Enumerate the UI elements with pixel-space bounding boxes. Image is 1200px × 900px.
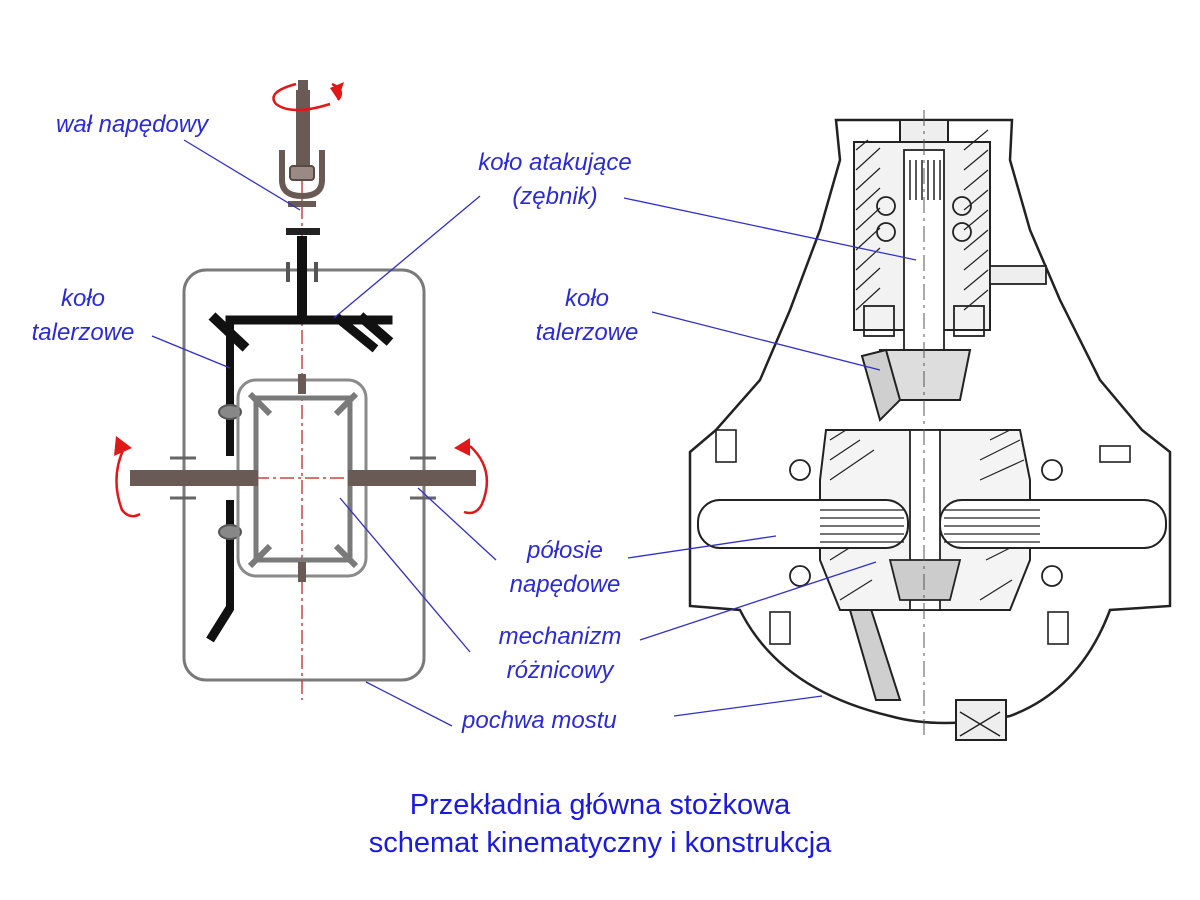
- label-polosie-line1: półosie: [526, 537, 604, 564]
- carrier-bearing-bottom: [218, 524, 242, 540]
- leader-wal-napedowy: [183, 139, 301, 211]
- right-axle-shaft-drawing: [939, 499, 1167, 549]
- leader-kolo-atakujace-left: [333, 195, 481, 319]
- label-kolo-talerzowe-right: koło talerzowe: [512, 282, 662, 350]
- label-kolo-talerzowe-left: koło talerzowe: [8, 282, 158, 350]
- caption-line-2: schemat kinematyczny i konstrukcja: [368, 827, 832, 859]
- carrier-bearing-r-bottom: [1041, 565, 1063, 587]
- label-pochwa-mostu: pochwa mostu: [462, 707, 617, 734]
- pinion-splines: [909, 160, 941, 200]
- pinion-lower-bearing-l: [863, 305, 895, 337]
- bolt-right-bottom: [1047, 611, 1069, 645]
- kinematic-scheme: [114, 80, 489, 700]
- rotation-arrow-top: [272, 82, 344, 112]
- rotation-arrow-left: [114, 436, 141, 518]
- caption-line-1: Przekładnia główna stożkowa: [409, 789, 791, 821]
- pinion-bearing-right: [314, 262, 318, 282]
- side-bolt: [989, 265, 1047, 285]
- pinion-gear-face: [356, 312, 394, 346]
- right-half-shaft: [348, 470, 476, 486]
- left-half-shaft: [130, 470, 258, 486]
- pinion-bearing-r2: [952, 222, 972, 242]
- carrier-bearing-l-top: [789, 459, 811, 481]
- bolt-right-top: [1099, 445, 1131, 463]
- leader-pochwa-left: [365, 681, 453, 727]
- bolt-left-top: [715, 429, 737, 463]
- side-gear-tr: [333, 391, 359, 417]
- leader-mechanizm-right: [639, 561, 877, 641]
- label-kolo-talerzowe-right-line2: talerzowe: [535, 319, 639, 346]
- left-axle-splines: [820, 509, 904, 543]
- side-gear-bl: [247, 543, 273, 569]
- leader-kolo-talerzowe-left: [151, 335, 231, 369]
- leader-pochwa-right: [673, 695, 823, 717]
- label-polosie-napedowe: półosie napędowe: [490, 534, 640, 602]
- label-polosie-line2: napędowe: [509, 571, 621, 598]
- pinion-housing-hatch: [855, 129, 989, 311]
- figure-caption: Przekładnia główna stożkowa schemat kine…: [0, 786, 1200, 862]
- carrier-bearing-r-top: [1041, 459, 1063, 481]
- differential-top-pin: [298, 374, 306, 394]
- label-kolo-talerzowe-left-line1: koło: [60, 285, 106, 312]
- drive-shaft-upper: [298, 80, 308, 100]
- pinion-lower-bearing-r: [953, 305, 985, 337]
- bolt-left-bottom: [769, 611, 791, 645]
- leader-kolo-atakujace-right: [623, 197, 917, 261]
- label-kolo-atakujace-line2: (zębnik): [512, 183, 598, 210]
- label-mechanizm-line2: różnicowy: [506, 657, 614, 684]
- left-axle-shaft-drawing: [697, 499, 909, 549]
- right-axle-splines: [944, 509, 1040, 543]
- pinion-shaft: [297, 236, 307, 322]
- leader-polosie-left: [417, 487, 497, 561]
- label-mechanizm-roznicowy: mechanizm różnicowy: [472, 620, 648, 688]
- final-drive-outline: [688, 118, 1172, 725]
- universal-joint-icon: [279, 150, 325, 235]
- pinion-bearing-left: [286, 262, 290, 282]
- drain-plug: [955, 699, 1007, 741]
- carrier-bearing-l-bottom: [789, 565, 811, 587]
- pinion-bearing-r1: [952, 196, 972, 216]
- drive-shaft: [296, 90, 310, 180]
- differential-cage-inner: [253, 395, 353, 563]
- leader-polosie-right: [627, 535, 777, 559]
- rotation-arrow-right: [454, 438, 489, 515]
- side-gear-br: [333, 543, 359, 569]
- leader-lines: [151, 139, 917, 727]
- label-kolo-atakujace-line1: koło atakujące: [478, 149, 632, 176]
- label-mechanizm-line1: mechanizm: [498, 623, 622, 650]
- label-kolo-talerzowe-left-line2: talerzowe: [31, 319, 135, 346]
- construction-drawing: [688, 110, 1172, 741]
- differential-bottom-pin: [298, 562, 306, 582]
- drain-plug-cross: [959, 711, 1001, 737]
- pinion-bearing-l1: [876, 196, 896, 216]
- leader-mechanizm-left: [339, 497, 471, 653]
- carrier-bearing-top: [218, 404, 242, 420]
- leader-kolo-talerzowe-right: [651, 311, 881, 371]
- ring-gear-foot: [206, 605, 234, 643]
- label-kolo-talerzowe-right-line1: koło: [564, 285, 610, 312]
- side-gear-tl: [247, 391, 273, 417]
- label-wal-napedowy: wał napędowy: [56, 111, 209, 138]
- spider-gear-bottom: [888, 559, 962, 601]
- label-kolo-atakujace: koło atakujące (zębnik): [450, 146, 660, 214]
- pinion-bearing-l2: [876, 222, 896, 242]
